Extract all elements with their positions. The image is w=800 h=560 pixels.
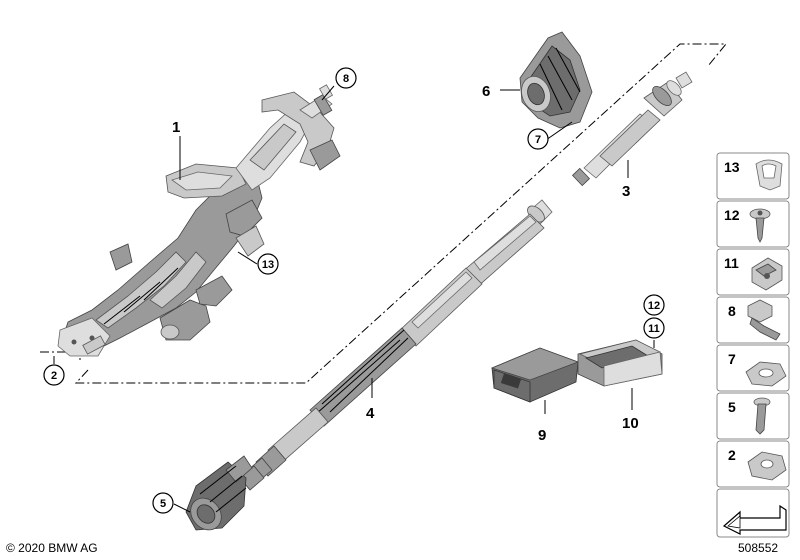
callout-13: 13 xyxy=(262,259,274,271)
callout-5-circle xyxy=(152,492,174,514)
callout-13-circle xyxy=(257,253,279,275)
hex-nut-icon xyxy=(747,451,787,481)
holder-bracket xyxy=(577,339,663,387)
callouts: 1 3 4 6 9 10 8 7 13 5 2 12 11 xyxy=(43,67,665,514)
callout-3: 3 xyxy=(622,183,630,200)
callout-2-circle xyxy=(43,364,65,386)
callout-4: 4 xyxy=(366,405,375,422)
callout-1: 1 xyxy=(172,119,180,136)
callout-10: 10 xyxy=(622,415,639,432)
universal-joint xyxy=(185,455,253,531)
side-part-number: 5 xyxy=(728,399,736,415)
document-number: 508552 xyxy=(738,541,779,555)
side-part-number: 13 xyxy=(724,159,740,175)
clip-nut-icon xyxy=(751,257,783,291)
side-part-number: 12 xyxy=(724,207,740,223)
callout-2: 2 xyxy=(51,370,57,382)
callout-8: 8 xyxy=(343,73,349,85)
callout-6: 6 xyxy=(482,83,490,100)
bolt-icon xyxy=(747,299,781,341)
steering-column-housing xyxy=(57,84,341,357)
side-part-number: 8 xyxy=(728,303,736,319)
callout-12: 12 xyxy=(648,300,660,312)
assembly-outline xyxy=(40,43,728,384)
side-parts-legend: 13 12 11 8 7 xyxy=(716,152,790,538)
rubber-boot xyxy=(519,31,593,129)
callout-5: 5 xyxy=(160,498,166,510)
clip-icon xyxy=(755,159,783,191)
callout-9: 9 xyxy=(538,427,546,444)
arrow-icon xyxy=(722,504,787,535)
side-part-number: 2 xyxy=(728,447,736,463)
side-part-number: 11 xyxy=(724,255,739,271)
side-part-number: 7 xyxy=(728,351,736,367)
callout-7-circle xyxy=(527,128,549,150)
screw-icon xyxy=(749,208,771,243)
bolt-icon xyxy=(753,397,771,435)
callout-11-circle xyxy=(643,317,665,339)
hex-nut-icon xyxy=(745,361,787,387)
upper-steering-shaft xyxy=(571,71,693,187)
callout-7: 7 xyxy=(535,134,541,146)
callout-8-circle xyxy=(335,67,357,89)
leader-lines xyxy=(53,85,655,513)
callout-11: 11 xyxy=(648,323,660,335)
intermediate-steering-shaft xyxy=(239,199,553,491)
callout-12-circle xyxy=(643,294,665,316)
control-unit xyxy=(490,347,580,403)
copyright-text: © 2020 BMW AG xyxy=(6,541,98,555)
